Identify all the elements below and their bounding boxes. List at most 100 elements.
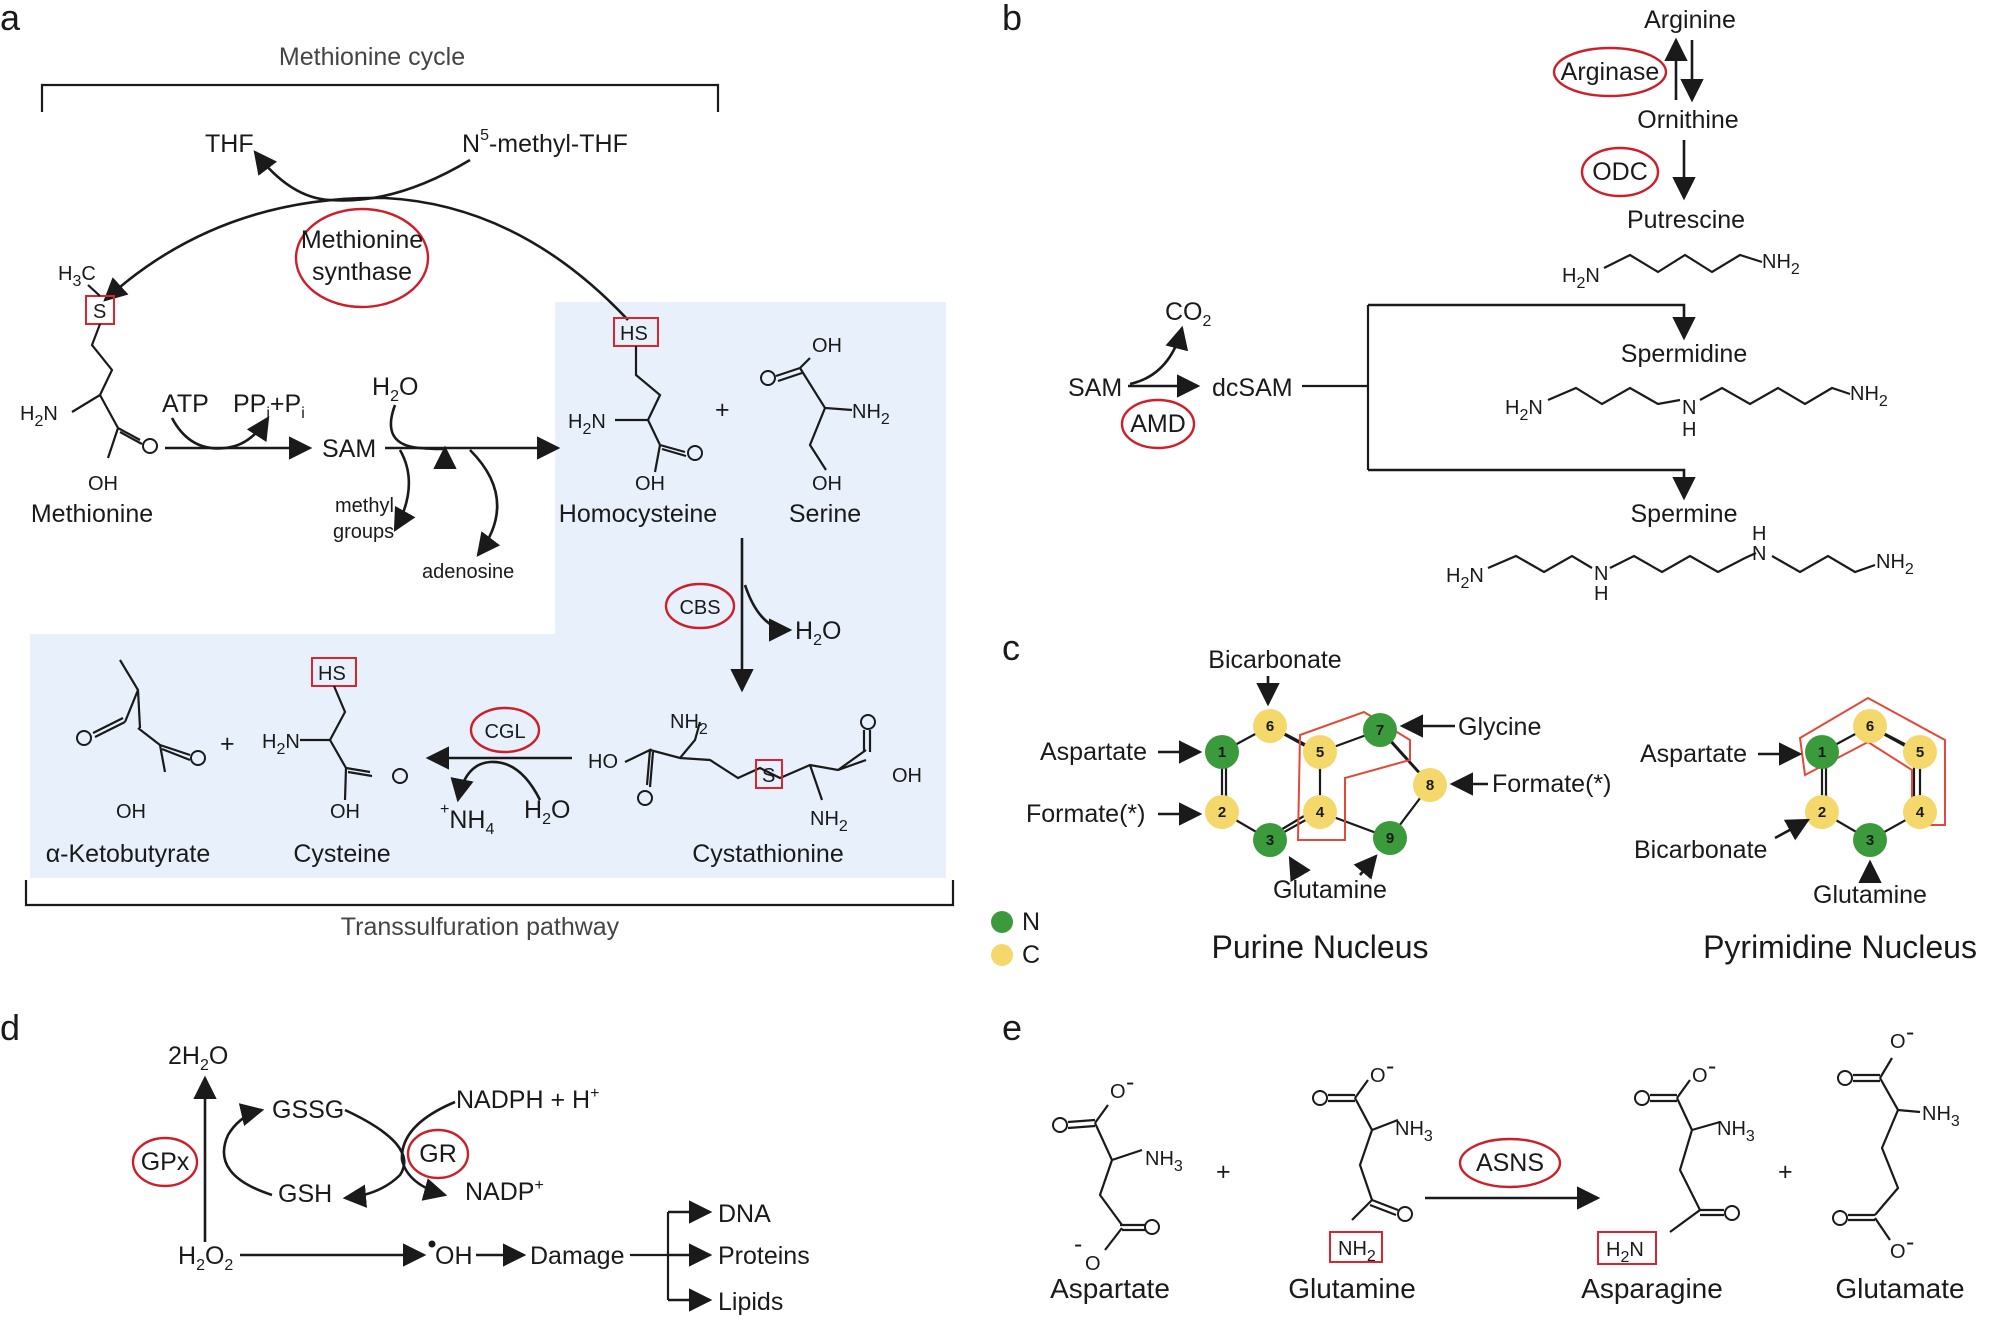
panel-c-label: c xyxy=(1002,627,1020,668)
svg-text:H2N: H2N xyxy=(1562,265,1600,292)
legend-n-label: N xyxy=(1022,908,1040,936)
svg-text:2: 2 xyxy=(1818,804,1826,821)
adenosine-arrow xyxy=(469,449,501,557)
arginase-enzyme xyxy=(1552,46,1668,98)
svg-text:6: 6 xyxy=(1266,718,1274,735)
svg-text:HS: HS xyxy=(620,323,648,345)
svg-text:H2N: H2N xyxy=(1606,1239,1644,1266)
gr-enzyme xyxy=(406,1128,470,1180)
e-plus-1: + xyxy=(1216,1158,1231,1186)
svg-text:-: - xyxy=(1126,1068,1134,1096)
svg-text:8: 8 xyxy=(1426,777,1434,794)
svg-text:CGL: CGL xyxy=(484,721,525,743)
sam-label-b: SAM xyxy=(1068,374,1122,402)
e-asparagine-h2n-box xyxy=(1597,1231,1657,1265)
svg-text:H2N: H2N xyxy=(568,411,606,438)
svg-text:S: S xyxy=(93,301,106,323)
panel-a: a Methionine cycle Transsulfuration path… xyxy=(0,0,955,941)
svg-text:GR: GR xyxy=(419,1140,457,1168)
purine-node-4 xyxy=(1303,795,1337,829)
cysteine-structure: HS H2N OH xyxy=(262,657,408,823)
damage-label: Damage xyxy=(530,1242,625,1270)
gsh-to-gssg-arc xyxy=(222,1103,273,1197)
svg-text:NH2: NH2 xyxy=(852,401,890,428)
e-plus-2: + xyxy=(1778,1158,1793,1186)
nh4-label: +NH4 xyxy=(440,801,494,838)
methionine-cycle-title: Methionine cycle xyxy=(279,43,465,71)
svg-text:2: 2 xyxy=(1218,804,1226,821)
panel-b: b Arginine Arginase Ornithine ODC Putres… xyxy=(1002,0,1914,605)
svg-text:NH2: NH2 xyxy=(1876,551,1914,578)
methionine-structure: H3C S H2N OH xyxy=(20,263,158,495)
svg-text:CBS: CBS xyxy=(679,597,720,619)
panel-e: e O - NH3 O - Aspartate + O - NH3 NH2 Gl xyxy=(1002,1007,1965,1304)
homocysteine-label: Homocysteine xyxy=(559,500,717,528)
dcsam-label: dcSAM xyxy=(1212,374,1293,402)
panel-e-label: e xyxy=(1002,1007,1022,1048)
n5-methyl-thf-label: N5-methyl-THF xyxy=(462,127,628,158)
lipids-label: Lipids xyxy=(718,1288,783,1316)
e-glutamine-label: Glutamine xyxy=(1288,1273,1416,1304)
svg-text:N: N xyxy=(1752,543,1766,565)
panel-b-label: b xyxy=(1002,0,1022,38)
dna-label: DNA xyxy=(718,1200,771,1228)
co2-arc xyxy=(1129,325,1189,386)
putrescine-label: Putrescine xyxy=(1627,206,1745,234)
purine-glycine-label: Glycine xyxy=(1458,713,1541,741)
panel-c: c Bicarbonate 1 2 3 4 5 6 7 8 9 Asp xyxy=(991,627,1977,969)
pyrimidine-nodes: 1 2 3 4 5 6 xyxy=(1805,709,1937,857)
methionine-cycle-bracket xyxy=(40,83,720,112)
purine-node-6 xyxy=(1253,709,1287,743)
h2o2-label: H2O2 xyxy=(178,1242,233,1274)
hydroxyl-label: OH xyxy=(435,1242,473,1270)
svg-text:O: O xyxy=(1890,1241,1906,1263)
methionine-synthase-line1: Methionine xyxy=(301,226,423,254)
svg-text:Arginase: Arginase xyxy=(1561,58,1660,86)
spermidine-label: Spermidine xyxy=(1621,340,1747,368)
pyrimidine-node-2 xyxy=(1805,795,1839,829)
adenosine-label: adenosine xyxy=(422,561,514,583)
svg-text:NH2: NH2 xyxy=(1762,251,1800,278)
svg-text:NH2: NH2 xyxy=(670,711,708,738)
svg-text:HO: HO xyxy=(588,751,618,773)
pyrimidine-node-1 xyxy=(1805,735,1839,769)
plus-a2: + xyxy=(220,730,235,758)
pyrimidine-node-3 xyxy=(1853,823,1887,857)
svg-text:NH3: NH3 xyxy=(1717,1118,1755,1145)
purine-node-5 xyxy=(1303,735,1337,769)
transsulfuration-bracket xyxy=(24,880,955,907)
purine-aspartate-label: Aspartate xyxy=(1040,738,1147,766)
nadph-arc xyxy=(400,1100,456,1201)
spermine-chain xyxy=(1487,551,1876,574)
cysteine-label: Cysteine xyxy=(293,840,390,868)
svg-text:O: O xyxy=(1110,1081,1126,1103)
svg-text:H: H xyxy=(1594,583,1608,605)
purine-node-7 xyxy=(1363,713,1397,747)
svg-text:O: O xyxy=(1692,1065,1708,1087)
svg-text:NH3: NH3 xyxy=(1922,1103,1960,1130)
svg-text:H3C: H3C xyxy=(58,263,96,290)
svg-text:H2N: H2N xyxy=(1446,565,1484,592)
ketobutyrate-structure: OH xyxy=(76,659,206,823)
h2o-label-a: H2O xyxy=(372,373,418,405)
svg-text:O: O xyxy=(1890,1031,1906,1053)
svg-text:-: - xyxy=(1386,1052,1394,1080)
gpx-enzyme xyxy=(131,1136,199,1188)
ketobutyrate-label: α-Ketobutyrate xyxy=(46,840,211,868)
purine-formate-right-label: Formate(*) xyxy=(1492,770,1611,798)
methionine-synthase-enzyme xyxy=(294,207,430,309)
svg-text:OH: OH xyxy=(812,473,842,495)
serine-structure: OH NH2 OH xyxy=(760,335,890,495)
purine-node-1 xyxy=(1205,735,1239,769)
svg-text:3: 3 xyxy=(1866,832,1874,849)
svg-text:N: N xyxy=(1594,563,1608,585)
d-2h2o-label: 2H2O xyxy=(168,1042,228,1074)
e-glutamine-nh2-box xyxy=(1329,1231,1383,1263)
atp-label: ATP xyxy=(162,390,209,418)
svg-text:OH: OH xyxy=(88,473,118,495)
cystathionine-label: Cystathionine xyxy=(692,840,843,868)
putrescine-chain xyxy=(1603,253,1763,274)
asns-enzyme xyxy=(1458,1137,1562,1189)
purine-nucleus-title: Purine Nucleus xyxy=(1212,929,1429,965)
svg-text:-: - xyxy=(1708,1052,1716,1080)
